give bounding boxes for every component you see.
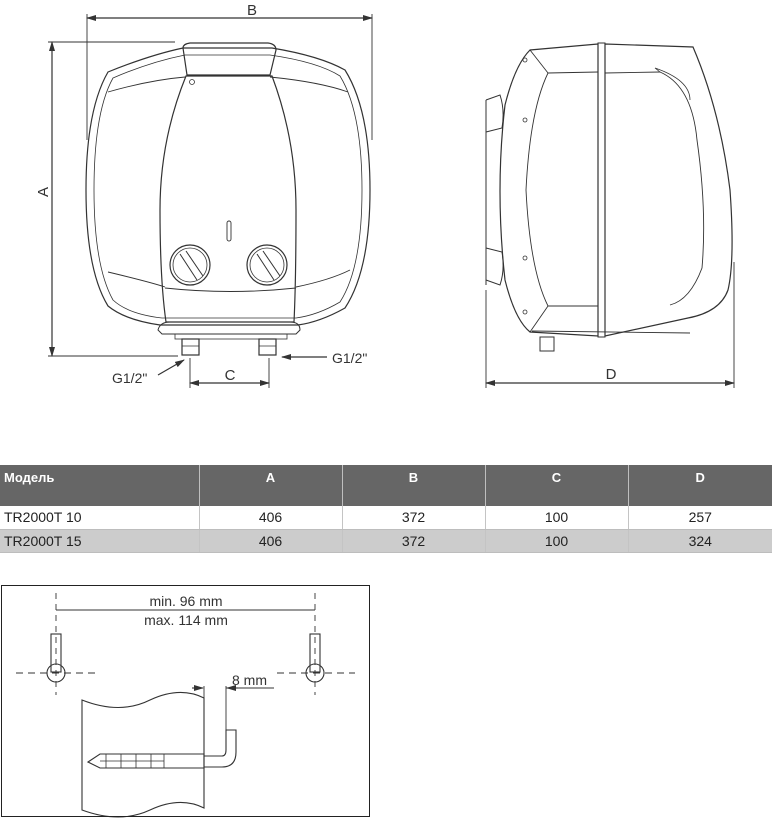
- header-b: B: [342, 465, 486, 506]
- cell-c: 100: [485, 529, 629, 553]
- cell-a: 406: [199, 529, 343, 553]
- pipe-left-label: G1/2": [112, 370, 147, 386]
- hook-top-right: [309, 633, 321, 673]
- front-view: [48, 14, 373, 388]
- cell-d: 257: [628, 506, 772, 530]
- rear-shell: [499, 43, 599, 337]
- cell-a: 406: [199, 506, 343, 530]
- header-a: A: [199, 465, 343, 506]
- dowel: [86, 753, 205, 769]
- cell-model: TR2000T 15: [0, 529, 200, 553]
- thermostat-knob-left: [169, 244, 211, 286]
- pipe-connector-right: [258, 338, 277, 356]
- dim-d-label: D: [606, 366, 617, 383]
- heater-body-outline: [85, 47, 371, 326]
- mounting-diagram-frame: [1, 585, 370, 817]
- dim-c-label: C: [225, 367, 236, 384]
- hook-side: [204, 729, 237, 768]
- header-c: C: [485, 465, 629, 506]
- cell-c: 100: [485, 506, 629, 530]
- table-row: TR2000T 15 406 372 100 324: [0, 529, 772, 553]
- header-model: Модель: [0, 465, 200, 506]
- front-shell: [604, 43, 733, 337]
- table-header-row: Модель A B C D: [0, 465, 772, 506]
- mounting-diagram: [16, 593, 355, 818]
- side-pipe-connector: [539, 336, 555, 352]
- pipe-connector-left: [181, 338, 200, 356]
- cell-d: 324: [628, 529, 772, 553]
- dim-b-label: B: [247, 2, 257, 19]
- header-d: D: [628, 465, 772, 506]
- indicator-slot: [226, 220, 232, 242]
- dimension-a: [48, 41, 178, 357]
- hook-top-left: [50, 633, 62, 673]
- pipe-right-label: G1/2": [332, 350, 367, 366]
- table-row: TR2000T 10 406 372 100 257: [0, 506, 772, 530]
- cell-b: 372: [342, 506, 486, 530]
- dimensions-table: Модель A B C D TR2000T 10 406 372 100 25…: [0, 465, 772, 553]
- cell-b: 372: [342, 529, 486, 553]
- top-cap: [182, 42, 277, 76]
- front-panel: [159, 75, 297, 323]
- spacing-max-label: max. 114 mm: [144, 612, 228, 628]
- dimension-c: [189, 358, 270, 388]
- dim-a-label: A: [35, 187, 52, 197]
- dimension-d: [485, 262, 735, 388]
- thermostat-knob-right: [246, 244, 288, 286]
- cell-model: TR2000T 10: [0, 506, 200, 530]
- side-view: [485, 42, 735, 388]
- dimension-b: [86, 14, 373, 140]
- hook-offset-label: 8 mm: [232, 672, 267, 688]
- spacing-min-label: min. 96 mm: [149, 593, 222, 609]
